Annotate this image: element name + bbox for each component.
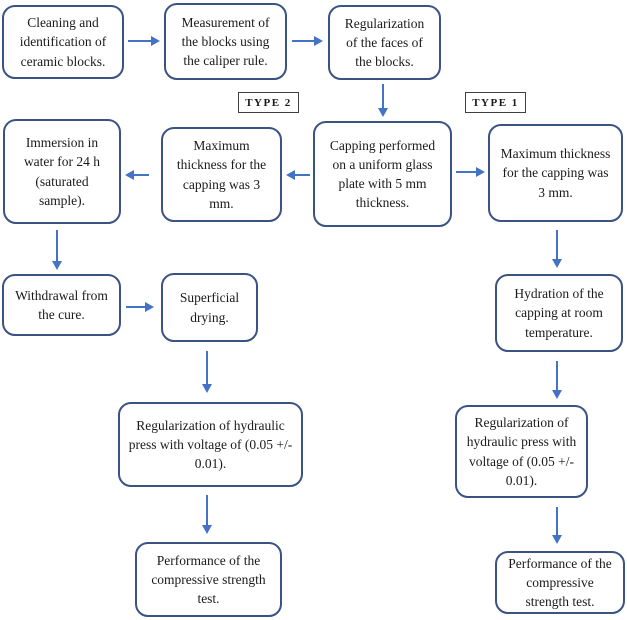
branch-label-type1: TYPE 1 [465,92,526,113]
node-max-thickness-type1: Maximum thickness for the capping was 3 … [488,124,623,222]
arrow-press-regularization-type2-to-performance-type2 [206,495,208,525]
node-withdrawal: Withdrawal from the cure. [2,274,121,336]
node-max-thickness-type2: Maximum thickness for the capping was 3 … [161,127,282,222]
arrow-hydration-to-press-regularization-type1 [556,361,558,390]
node-press-regularization-type2: Regularization of hydraulic press with v… [118,402,303,487]
arrow-max-thickness-type1-to-hydration [556,230,558,259]
node-press-regularization-type1: Regularization of hydraulic press with v… [455,405,588,498]
arrow-measurement-to-regularization-faces [292,40,314,42]
node-cleaning: Cleaning and identification of ceramic b… [2,5,124,79]
arrow-superficial-drying-to-press-regularization-type2 [206,351,208,384]
arrow-regularization-faces-to-capping [382,84,384,108]
node-performance-type2: Performance of the compressive strength … [135,542,282,617]
arrow-cleaning-to-measurement [128,40,151,42]
node-measurement: Measurement of the blocks using the cali… [164,3,287,80]
arrow-press-regularization-type1-to-performance-type1 [556,507,558,535]
node-regularization-faces: Regularization of the faces of the block… [328,5,441,80]
node-performance-type1: Performance of the compressive strength … [495,551,625,614]
arrow-immersion-to-withdrawal [56,230,58,261]
node-hydration: Hydration of the capping at room tempera… [495,274,623,352]
node-immersion: Immersion in water for 24 h (saturated s… [3,119,121,224]
node-superficial-drying: Superficial drying. [161,273,258,342]
node-capping: Capping performed on a uniform glass pla… [313,121,452,227]
arrow-withdrawal-to-superficial-drying [126,306,145,308]
arrow-max-thickness-type2-to-immersion [134,174,149,176]
arrow-capping-to-max-thickness-type2 [295,174,310,176]
arrow-capping-to-max-thickness-type1 [456,171,476,173]
branch-label-type2: TYPE 2 [238,92,299,113]
